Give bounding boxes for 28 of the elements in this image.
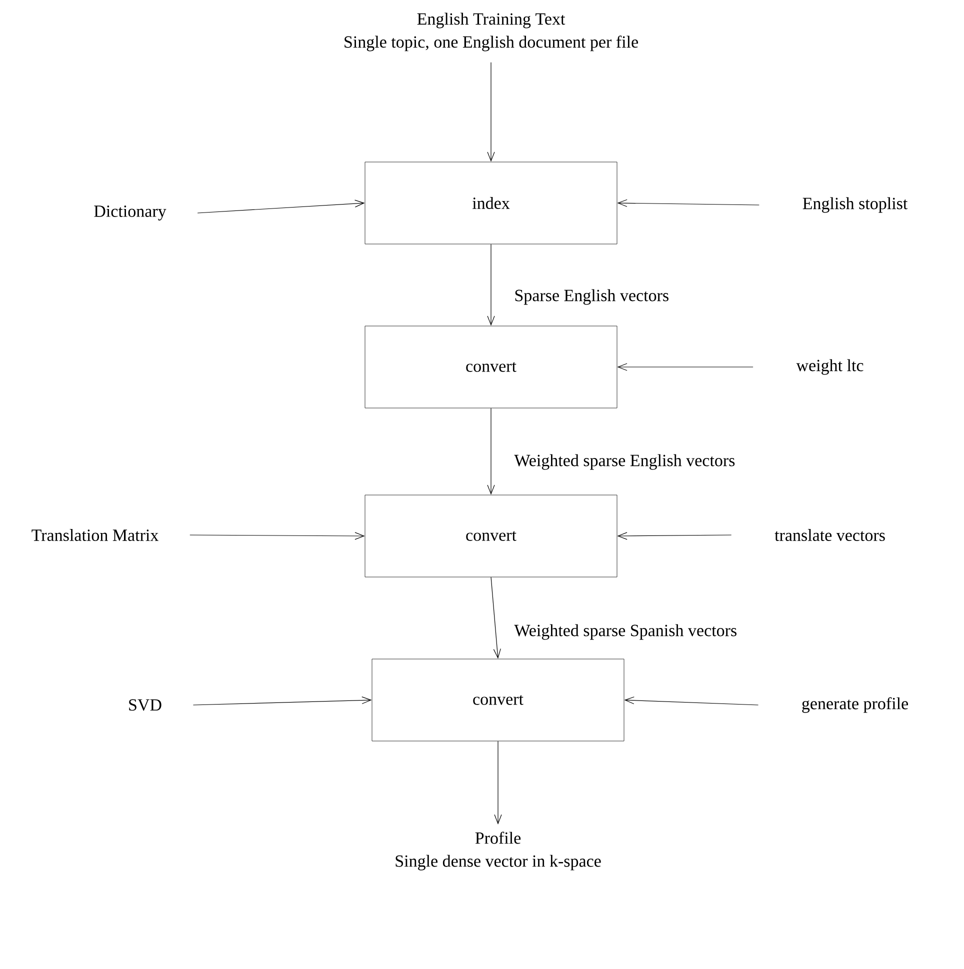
edge-label: Weighted sparse Spanish vectors [512,622,740,642]
process-box: convert [372,658,624,742]
arrow [617,199,760,207]
arrow [624,696,759,706]
arrow [197,200,365,214]
arrow [487,244,495,326]
arrow [190,532,365,540]
process-box: convert [364,326,618,408]
text-label: English Training Text Single topic, one English document per file [344,12,638,52]
process-box: convert [364,494,618,578]
arrow [192,696,372,706]
arrow [494,740,502,824]
text-label: Dictionary [94,206,166,220]
edge-label: Weighted sparse English vectors [512,452,738,472]
text-label: translate vectors [774,529,885,541]
text-label: Profile Single dense vector in k-space [396,832,601,870]
arrow [617,532,732,540]
edge-label: Sparse English vectors [512,287,672,307]
text-label: generate profile [802,697,908,713]
process-box: index [364,162,618,244]
text-label: weight ltc [796,359,864,375]
arrow [487,408,495,495]
text-label: English stoplist [802,197,908,213]
arrow [490,576,501,659]
arrow [617,363,754,371]
text-label: SVD [129,699,162,711]
arrow [487,62,495,162]
text-label: Translation Matrix [32,529,158,541]
